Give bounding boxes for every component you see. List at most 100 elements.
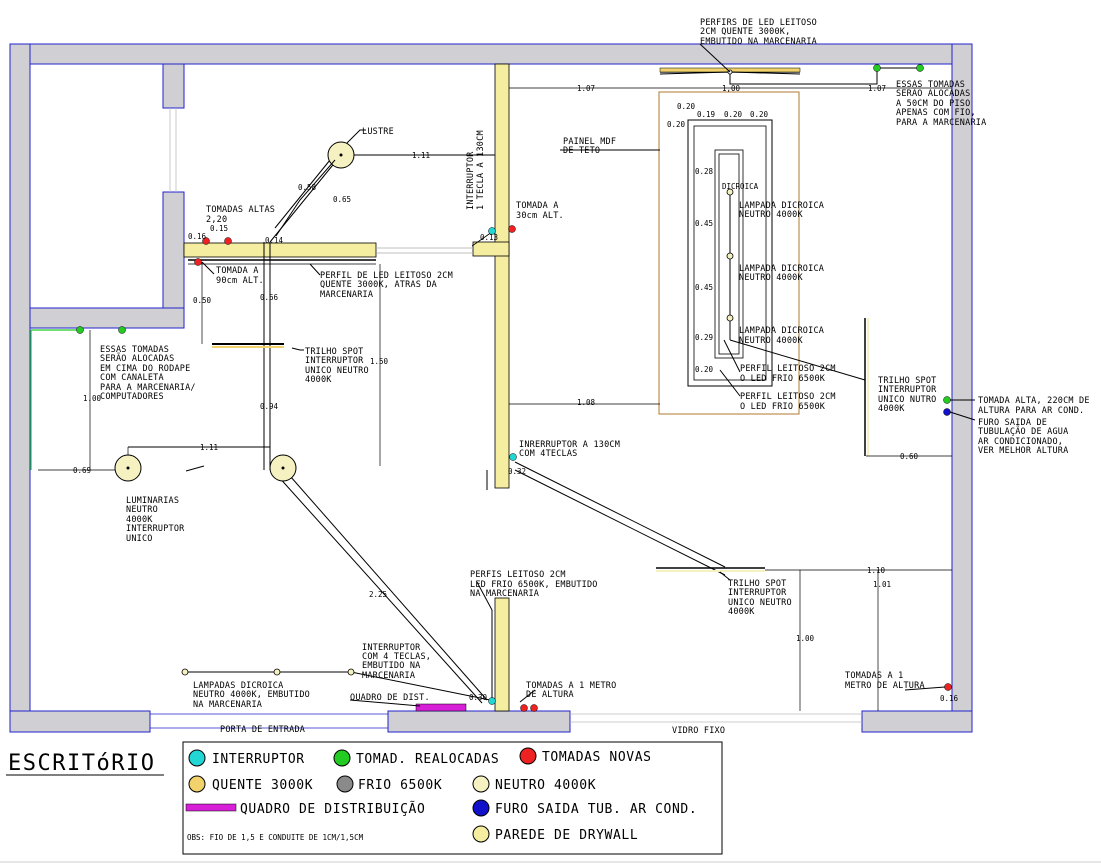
label-interruptor-1tecla-2: 1 TECLA A 130CM [476, 130, 486, 210]
leader-lines [185, 43, 976, 707]
legend-novas: TOMADAS NOVAS [542, 750, 652, 765]
dicroica-bottom-1 [181, 668, 189, 676]
tomada-realocada-left-2 [118, 326, 126, 334]
tomada-1m-center-2 [530, 704, 538, 712]
label-tomadas-1m-r-2: METRO DE ALTURA [845, 681, 925, 691]
wall-left [9, 43, 31, 733]
label-essas-left-1: ESSAS TOMADAS [100, 345, 169, 355]
label-luminarias-2: NEUTRO [126, 505, 158, 515]
label-dicroica-small: DICROICA [722, 182, 759, 191]
label-tomada-90-1: TOMADA A [216, 266, 259, 276]
dim-014: 0.14 [265, 236, 284, 245]
label-luminarias-4: INTERRUPTOR [126, 524, 185, 534]
title-block: ESCRITóRIO [6, 751, 164, 776]
dim-069: 0.69 [73, 466, 91, 475]
label-essas-tr-2: SERÃO ALOCADAS [896, 88, 970, 99]
wiring [128, 67, 920, 704]
legend-interruptor-swatch [188, 749, 206, 767]
dim-020-a: 0.20 [677, 102, 696, 111]
tomada-1m-right [944, 683, 952, 691]
label-perfis-top-1: PERFIRS DE LED LEITOSO [700, 18, 817, 28]
inner-walls [29, 63, 185, 470]
label-essas-tr-5: PARA A MARCENARIA [896, 118, 986, 128]
label-lampada1-2: NEUTRO 4000K [739, 210, 803, 220]
label-perfis-frio-b-2: LED FRIO 6500K, EMBUTIDO [470, 580, 598, 590]
dicroica-bottom-3 [347, 668, 355, 676]
dim-020-d: 0.20 [750, 110, 769, 119]
label-essas-left-3: EM CIMA DO RODAPE [100, 364, 190, 374]
dim-066: 0.66 [260, 293, 279, 302]
interruptor-4-teclas-mid [509, 453, 517, 461]
label-tomada-30-1: TOMADA A [516, 201, 559, 211]
label-furo-4: VER MELHOR ALTURA [978, 446, 1068, 456]
label-furo-3: AR CONDICIONADO, [978, 437, 1063, 447]
dim-030: 0.30 [469, 693, 488, 702]
label-lampadas-b-3: NA MARCENARIA [193, 700, 262, 710]
furo-ar-cond [943, 408, 951, 416]
label-interruptor-1tecla-1: INTERRUPTOR [466, 151, 476, 210]
label-tomada-90-2: 90cm ALT. [216, 276, 264, 286]
label-vidro-fixo: VIDRO FIXO [672, 726, 725, 736]
label-tomadas-altas-2: 2,20 [206, 215, 227, 225]
label-tomadas-1m-c-1: TOMADAS A 1 METRO [526, 681, 616, 691]
dim-013: 0.13 [480, 233, 498, 242]
label-trilho1-3: UNICO NEUTRO [305, 366, 369, 376]
dim-100-bottom: 1.00 [796, 634, 815, 643]
legend-quente: QUENTE 3000K [212, 778, 313, 793]
label-perfis-top-2: 2CM QUENTE 3000K, [700, 27, 790, 37]
dim-111-top: 1.11 [412, 151, 430, 160]
label-lustre: LUSTRE [362, 127, 394, 137]
legend: INTERRUPTOR TOMAD. REALOCADAS TOMADAS NO… [182, 741, 723, 855]
label-lampada2-1: LAMPADA DICROICA [739, 264, 824, 274]
dim-111-mid: 1.11 [200, 443, 218, 452]
dim-019: 0.19 [697, 110, 715, 119]
label-painel-2: DE TETO [563, 146, 600, 156]
label-luminarias-3: 4000K [126, 515, 153, 525]
legend-furo: FURO SAIDA TUB. AR COND. [495, 802, 697, 817]
legend-neutro-swatch [472, 775, 490, 793]
dim-045-b: 0.45 [695, 283, 713, 292]
legend-realocadas: TOMAD. REALOCADAS [356, 752, 499, 767]
label-quadro-dist: QUADRO DE DIST. [350, 693, 430, 703]
tomada-realocada-top-2 [916, 64, 924, 72]
label-trilho2-3: UNICO NUTRO [878, 395, 937, 405]
dim-029: 0.29 [695, 333, 713, 342]
dim-225: 2.25 [369, 590, 387, 599]
label-lampadas-b-2: NEUTRO 4000K, EMBUTIDO [193, 690, 310, 700]
drywall-walls [183, 63, 510, 712]
dim-150: 1.50 [370, 357, 389, 366]
dim-110: 1.10 [867, 566, 886, 575]
label-perfis-frio-b-3: NA MARCENARIA [470, 589, 539, 599]
label-essas-tr-1: ESSAS TOMADAS [896, 80, 965, 90]
legend-obs: OBS: FIO DE 1,5 E CONDUITE DE 1CM/1,5CM [187, 833, 364, 842]
text-labels: PERFIRS DE LED LEITOSO 2CM QUENTE 3000K,… [100, 18, 1089, 736]
dim-020-b: 0.20 [667, 120, 686, 129]
legend-drywall: PAREDE DE DRYWALL [495, 828, 638, 843]
legend-furo-swatch [472, 799, 490, 817]
wall-right [951, 43, 973, 733]
label-trilho3-1: TRILHO SPOT [728, 579, 787, 589]
label-tomada-30-2: 30cm ALT. [516, 211, 564, 221]
label-lampada3-2: NEUTRO 4000K [739, 336, 803, 346]
dim-100-top: 1,00 [722, 84, 741, 93]
label-interruptor-4t-mid-1: INRERRUPTOR A 130CM [519, 440, 620, 450]
dim-020-e: 0.20 [695, 365, 714, 374]
dim-020-c: 0.20 [724, 110, 743, 119]
tomada-30cm [508, 225, 516, 233]
label-essas-left-4: COM CANALETA [100, 373, 164, 383]
label-luminarias-5: UNICO [126, 534, 153, 544]
legend-interruptor: INTERRUPTOR [212, 752, 305, 767]
drywall-vertical-bottom [494, 597, 510, 712]
label-painel-1: PAINEL MDF [563, 137, 616, 147]
legend-quadro: QUADRO DE DISTRIBUIÇÃO [240, 801, 425, 817]
inner-wall-upper [162, 63, 185, 109]
page-title: ESCRITóRIO [8, 751, 155, 776]
tomada-realocada-top-1 [873, 64, 881, 72]
fixtures [114, 69, 734, 676]
label-interruptor-4t-b-1: INTERRUPTOR [362, 643, 421, 653]
dim-101: 1.01 [873, 580, 891, 589]
label-perfil-quente-3: MARCENARIA [320, 290, 373, 300]
label-luminarias-1: LUMINARIAS [126, 496, 179, 506]
quadro-distribuicao [415, 703, 467, 712]
